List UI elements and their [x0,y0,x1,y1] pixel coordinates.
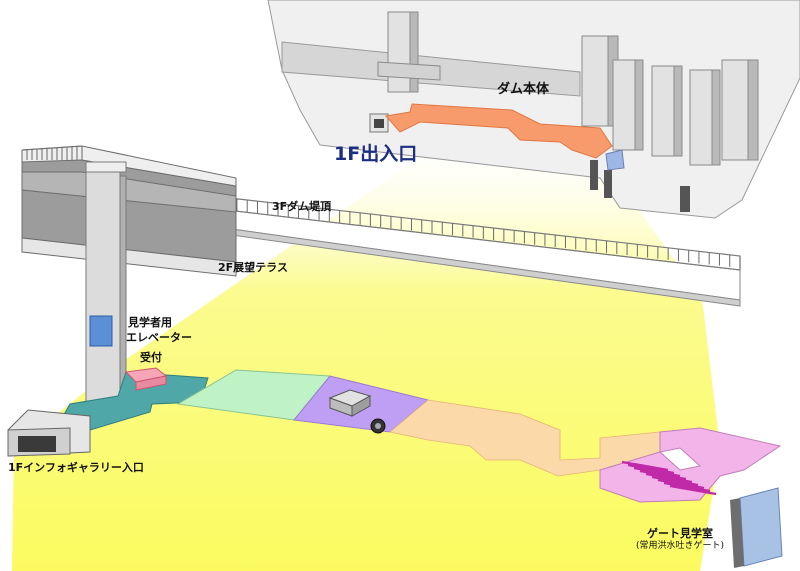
entrance-1f-label: 1F出入口 [334,144,417,166]
dam-body-label: ダム本体 [497,83,549,98]
dam-crest-label: 3Fダム堤頂 [272,201,331,214]
gallery-entrance-block [8,410,90,456]
elevator-label-line2: エレベーター [126,332,192,345]
gate-room-label-group: ゲート見学室 (常用洪水吐きゲート) [636,528,724,551]
elevator-shaft [86,162,126,402]
observation-terrace [22,146,236,276]
elevator-car [90,316,112,346]
reception-label: 受付 [140,352,162,365]
elevator-label-line1: 見学者用 [128,317,172,330]
terrace-label: 2F展望テラス [218,262,288,275]
gate-room-label: ゲート見学室 [647,528,713,541]
gate-room-note: (常用洪水吐きゲート) [636,541,724,551]
spillway-gate [740,488,782,566]
gallery-entrance-label: 1Fインフォギャラリー入口 [8,462,144,475]
